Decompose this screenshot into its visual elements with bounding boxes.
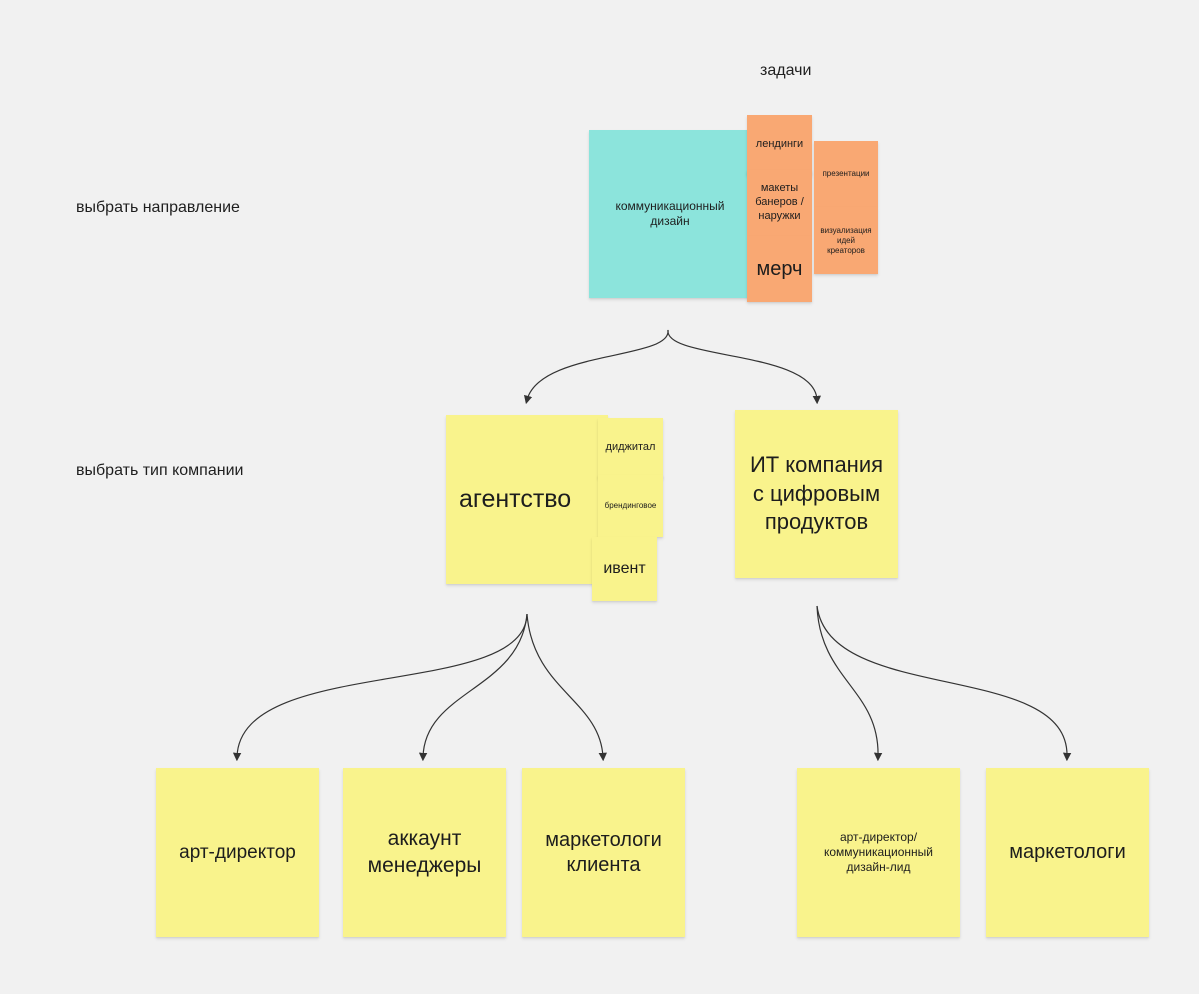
sticky-account-managers[interactable]: аккаунт менеджеры: [343, 768, 506, 937]
choose-direction-label: выбрать направление: [76, 199, 240, 216]
sticky-task-merch[interactable]: мерч: [747, 236, 812, 302]
sticky-task-banners[interactable]: макеты банеров / наружки: [747, 170, 812, 236]
connector-it-to-art-director-lead: [816, 605, 883, 762]
sticky-agency-digital[interactable]: диджитал: [598, 418, 663, 478]
connector-agency-to-account-managers: [418, 613, 528, 762]
sticky-agency-event[interactable]: ивент: [592, 537, 657, 601]
sticky-marketers[interactable]: маркетологи: [986, 768, 1149, 937]
connector-direction-to-agency: [524, 329, 669, 405]
sticky-agency[interactable]: агентство: [446, 415, 608, 584]
connector-it-to-marketers: [816, 605, 1072, 762]
choose-company-type-label: выбрать тип компании: [76, 462, 244, 479]
connector-agency-to-client-marketers: [526, 613, 607, 762]
tasks-heading: задачи: [760, 62, 812, 79]
sticky-it-company[interactable]: ИТ компания с цифровым продуктов: [735, 410, 898, 578]
connector-agency-to-art-director: [232, 613, 528, 762]
sticky-task-presentations[interactable]: презентации: [814, 141, 878, 207]
sticky-client-marketers[interactable]: маркетологи клиента: [522, 768, 685, 937]
sticky-communication-design[interactable]: коммуникационный дизайн: [589, 130, 751, 298]
sticky-art-director-lead[interactable]: арт-директор/ коммуникационный дизайн-ли…: [797, 768, 960, 937]
sticky-task-visualization[interactable]: визуализация идей креаторов: [814, 207, 878, 274]
sticky-agency-branding[interactable]: брендинговое: [598, 475, 663, 537]
sticky-task-landings[interactable]: лендинги: [747, 115, 812, 175]
connector-direction-to-it: [667, 329, 822, 405]
sticky-art-director[interactable]: арт-директор: [156, 768, 319, 937]
